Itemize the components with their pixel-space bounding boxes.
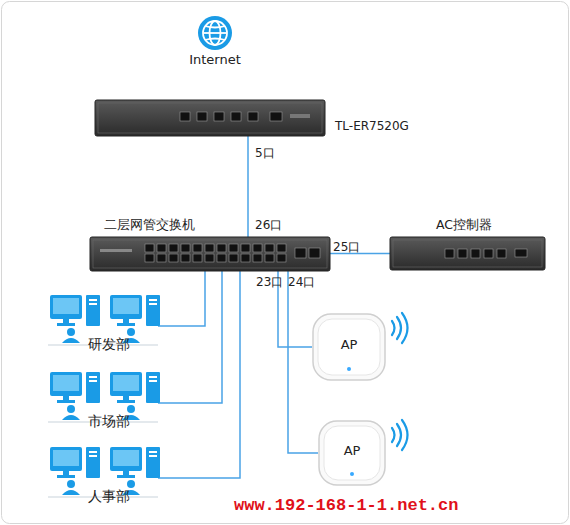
port-label: 5口: [255, 147, 275, 160]
port-label: 26口: [255, 219, 282, 232]
network-cable: [158, 271, 222, 403]
switch-box-shape: [90, 237, 330, 271]
node-label: 二层网管交换机: [104, 218, 224, 232]
access-point: AP: [318, 420, 386, 486]
department-group: 人事部: [48, 447, 158, 509]
ac-controller-box: AC控制器: [390, 237, 545, 270]
node-label: AC控制器: [436, 218, 516, 232]
node-label: 人事部: [84, 489, 134, 504]
node-label: AP: [312, 338, 386, 352]
port-label: 24口: [288, 276, 315, 289]
port-label: 25口: [333, 241, 360, 254]
router-box-shape: [95, 100, 325, 136]
node-label: AP: [318, 444, 386, 458]
network-cable: [158, 271, 205, 326]
node-label: 市场部: [84, 414, 134, 429]
internet-cloud: Internet: [197, 15, 233, 51]
node-label: Internet: [175, 53, 255, 67]
department-group: 研发部: [48, 295, 158, 357]
switch-box: 二层网管交换机: [90, 237, 330, 271]
node-label: TL-ER7520G: [335, 120, 435, 133]
network-cable: [158, 271, 240, 478]
watermark: www.192-168-1-1.net.cn: [234, 497, 458, 516]
node-label: 研发部: [84, 337, 134, 352]
internet-cloud-shape: [197, 15, 233, 51]
network-cable: [247, 136, 249, 237]
router-box: TL-ER7520G: [95, 100, 325, 136]
ac-controller-box-shape: [390, 237, 545, 270]
access-point: AP: [312, 313, 386, 381]
department-group: 市场部: [48, 372, 158, 434]
port-label: 23口: [256, 276, 283, 289]
